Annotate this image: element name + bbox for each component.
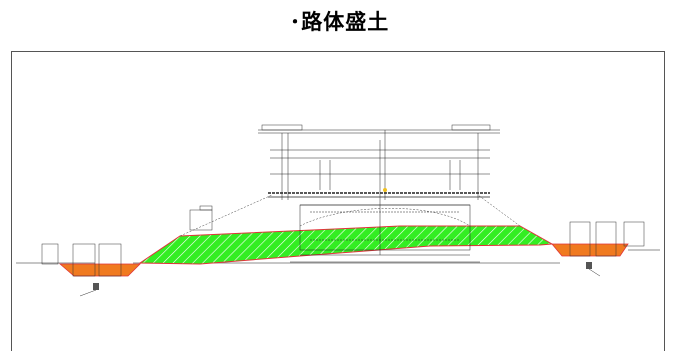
drawing-frame <box>11 51 665 351</box>
trench-icon-right <box>586 262 601 277</box>
excavation-right <box>551 221 645 257</box>
slope-lines <box>179 194 521 237</box>
excavation-left <box>41 243 141 277</box>
trench-icon-left <box>79 283 99 297</box>
annotation-boxes <box>199 124 491 211</box>
track-structure <box>258 129 500 263</box>
center-marker <box>383 188 387 192</box>
left-structure-box <box>189 209 213 231</box>
page-title: ･路体盛土 <box>289 10 390 34</box>
embankment <box>138 225 554 265</box>
cross-section-drawing <box>16 124 660 297</box>
